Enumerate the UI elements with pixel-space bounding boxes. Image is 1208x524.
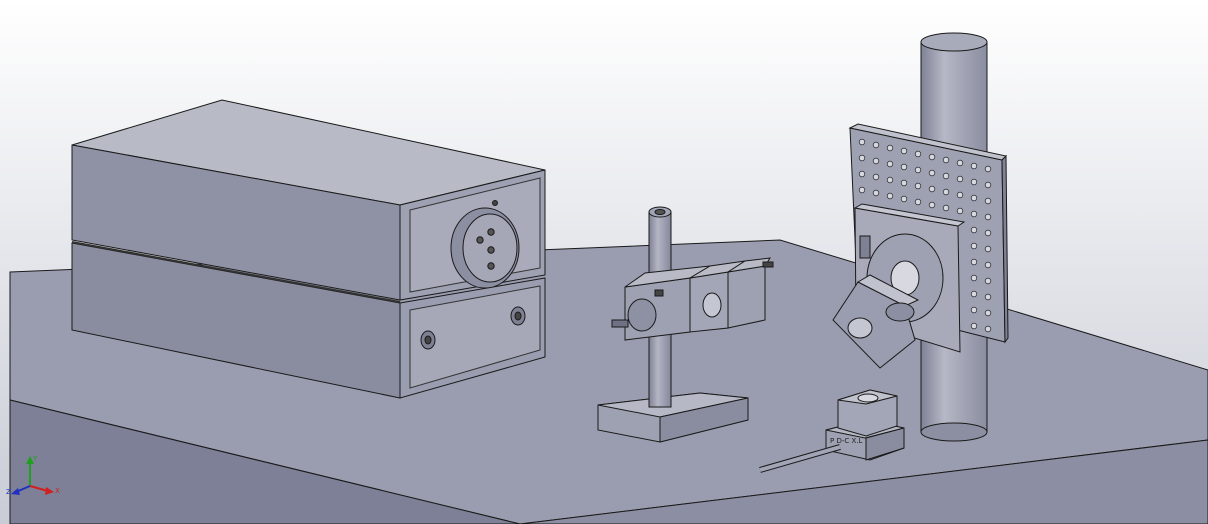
instrument-box[interactable] [71, 99, 546, 399]
kinematic-mount[interactable]: P D-C X.L [759, 389, 905, 473]
plate-hole-grid [858, 138, 992, 333]
axis-label-x: X [55, 487, 60, 495]
cube-mount-3[interactable] [727, 265, 766, 329]
mount-engraving: P D-C X.L [830, 437, 862, 445]
table-front-face [9, 399, 521, 524]
axis-label-y: Y [32, 455, 38, 463]
adjuster-knob[interactable] [627, 298, 657, 332]
axis-triad: Y X Z [6, 455, 60, 496]
optical-pole-assembly[interactable] [832, 32, 1009, 442]
table-right-face [519, 439, 1208, 524]
axis-label-z: Z [6, 488, 11, 496]
post-mount-assembly[interactable] [597, 206, 774, 443]
